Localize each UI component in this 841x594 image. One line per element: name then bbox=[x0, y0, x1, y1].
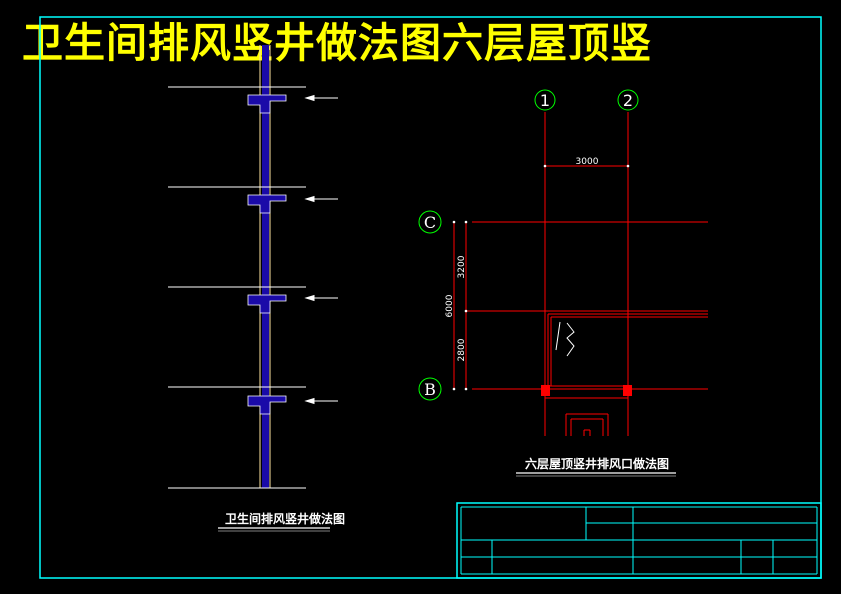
shaft-duct bbox=[262, 45, 269, 488]
left-drawing-title: 卫生间排风竖井做法图 bbox=[225, 511, 345, 526]
dim-3000: 3000 bbox=[576, 157, 599, 167]
right-title-underline bbox=[516, 472, 676, 477]
floor-lines bbox=[168, 86, 306, 489]
dim-6000: 6000 bbox=[445, 294, 455, 317]
banner-title: 卫生间排风竖井做法图六层屋顶竖 bbox=[22, 19, 652, 67]
dim-3200: 3200 bbox=[457, 255, 467, 278]
roof-plan-drawing: 1 2 C B 3000 6000 3200 2800 六层屋顶竖井排风口做法图 bbox=[418, 89, 708, 477]
right-drawing-title: 六层屋顶竖井排风口做法图 bbox=[525, 456, 669, 471]
drawing-frame bbox=[39, 16, 822, 579]
title-block-grid bbox=[460, 506, 818, 575]
floor-slabs bbox=[247, 94, 287, 415]
dimension-lines bbox=[453, 165, 628, 389]
vent-break-symbol bbox=[555, 321, 575, 357]
dimension-ticks bbox=[452, 164, 630, 391]
columns bbox=[541, 385, 632, 396]
title-block bbox=[456, 502, 822, 579]
axis-bubbles bbox=[418, 89, 639, 401]
shaft-section-drawing: 卫生间排风竖井做法图 bbox=[168, 45, 345, 532]
axis-label-B: B bbox=[424, 380, 436, 399]
airflow-arrows bbox=[304, 94, 338, 405]
dim-2800: 2800 bbox=[457, 338, 467, 361]
outer-frame bbox=[39, 16, 822, 579]
axis-label-1: 1 bbox=[540, 91, 550, 110]
axis-label-C: C bbox=[424, 213, 436, 232]
left-title-underline bbox=[218, 527, 330, 532]
axis-label-2: 2 bbox=[623, 91, 633, 110]
